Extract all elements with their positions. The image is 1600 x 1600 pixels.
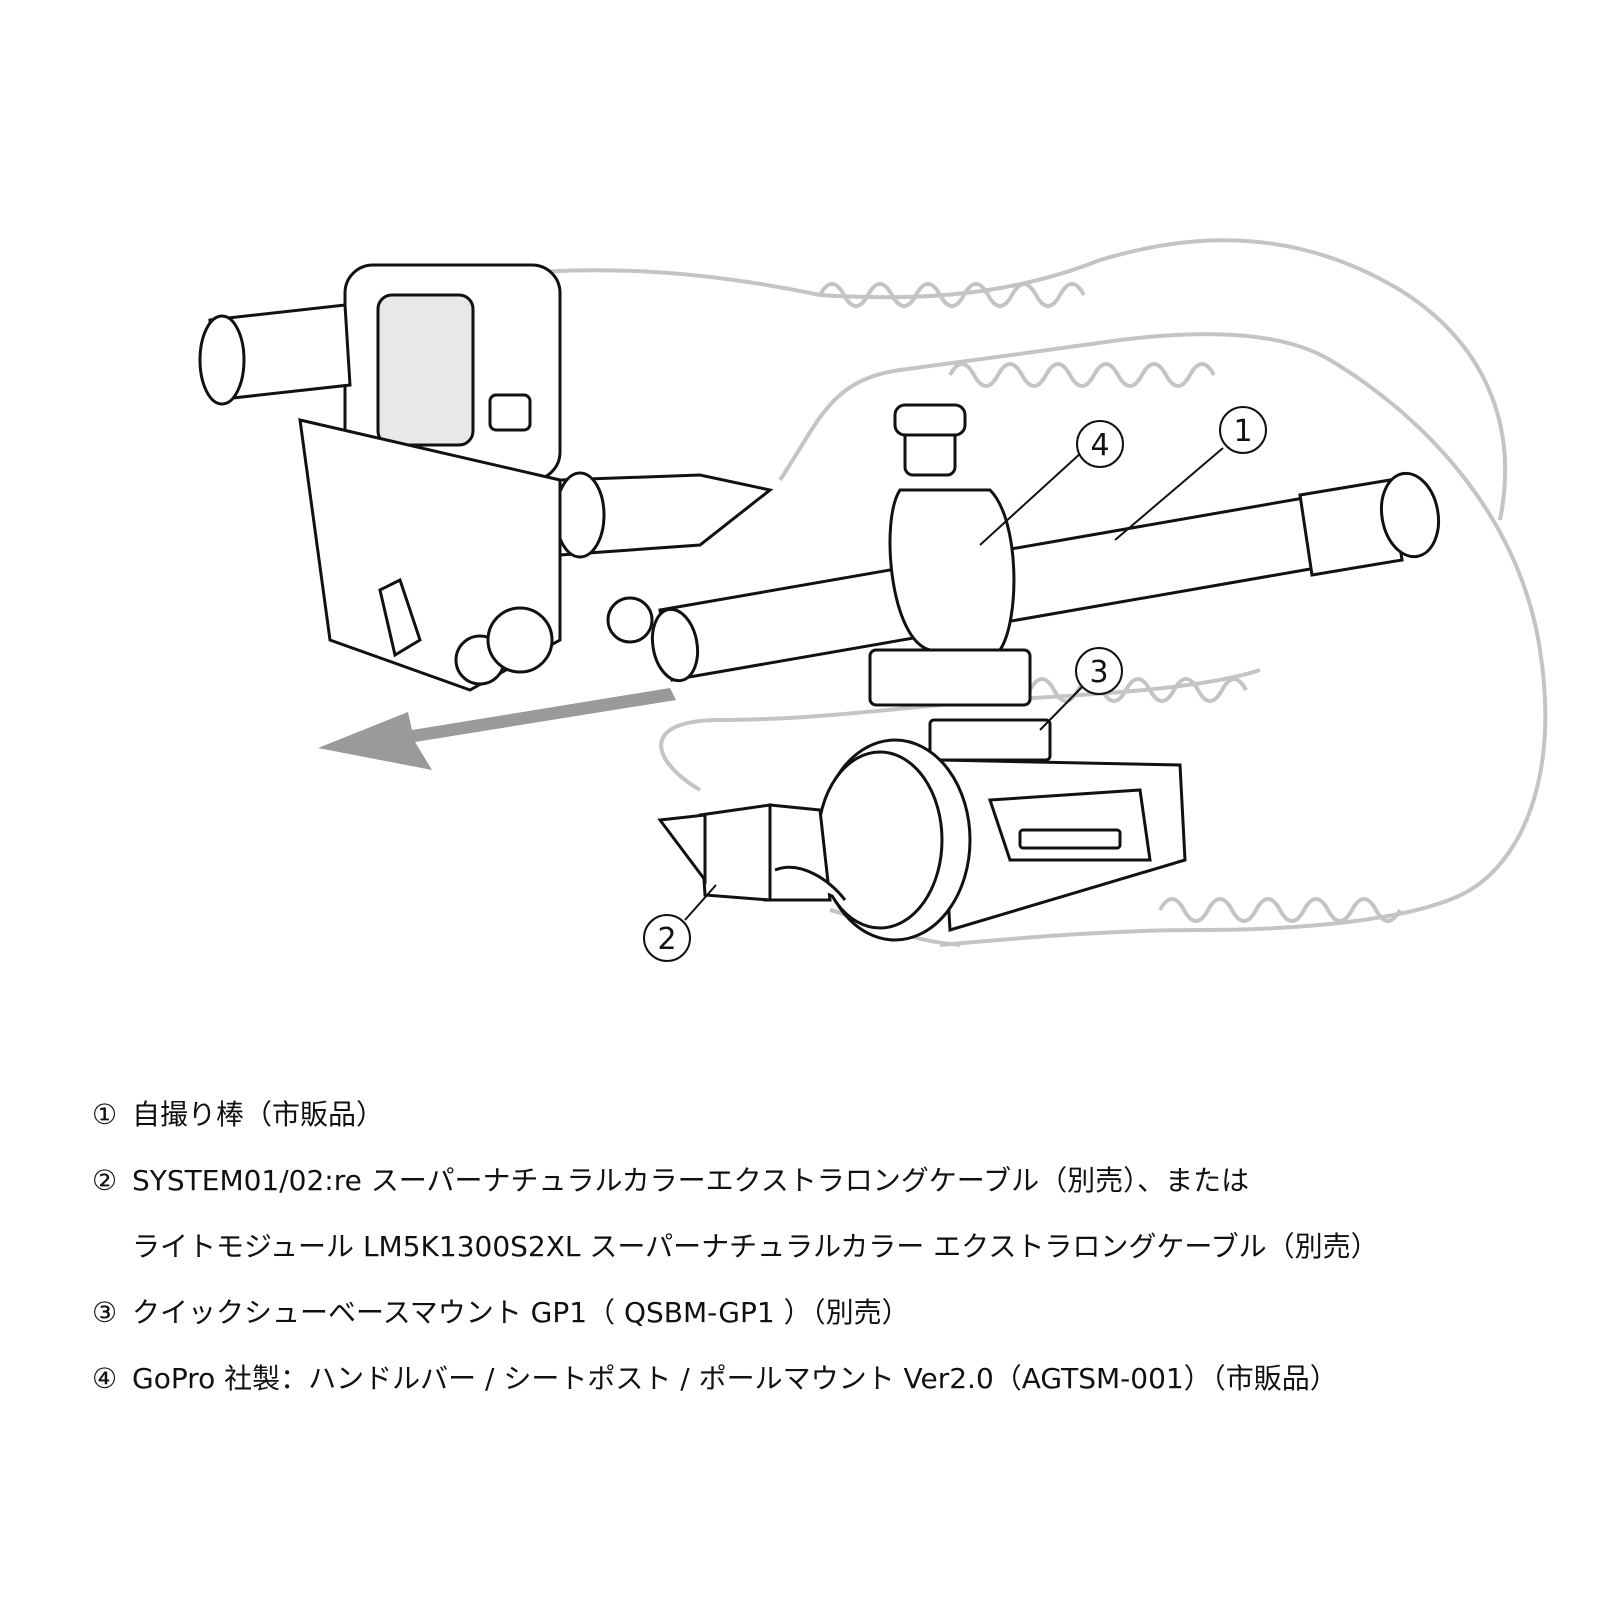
- svg-text:4: 4: [1090, 428, 1109, 463]
- svg-text:3: 3: [1089, 655, 1108, 690]
- direction-arrow: [318, 688, 676, 770]
- coiled-cable: [499, 238, 1548, 947]
- legend-number: ④: [92, 1362, 118, 1395]
- selfie-stick: [650, 471, 1441, 683]
- svg-text:1: 1: [1233, 414, 1252, 449]
- legend-text: ライトモジュール LM5K1300S2XL スーパーナチュラルカラー エクストラ…: [132, 1230, 1379, 1263]
- legend-item-4: ④ GoPro 社製：ハンドルバー / シートポスト / ポールマウント Ver2…: [92, 1346, 1582, 1412]
- legend-item-2: ② SYSTEM01/02:re スーパーナチュラルカラーエクストラロングケーブル…: [92, 1148, 1582, 1214]
- legend-text: 自撮り棒（市販品）: [132, 1098, 385, 1131]
- callout-2: 2: [643, 914, 691, 962]
- light-module-top: [198, 263, 774, 692]
- callout-leaders: [684, 447, 1224, 921]
- legend-number: ②: [92, 1164, 118, 1197]
- callout-3: 3: [1075, 647, 1123, 695]
- light-module-bottom: [657, 738, 1187, 942]
- handlebar-mount: [868, 403, 1052, 762]
- legend-item-3: ③ クイックシューベースマウント GP1（ QSBM-GP1 ）（別売）: [92, 1280, 1582, 1346]
- parts-legend: ① 自撮り棒（市販品） ② SYSTEM01/02:re スーパーナチュラルカラーエ…: [92, 1082, 1582, 1412]
- legend-text: GoPro 社製：ハンドルバー / シートポスト / ポールマウント Ver2.…: [132, 1362, 1338, 1395]
- legend-item-1: ① 自撮り棒（市販品）: [92, 1082, 1582, 1148]
- legend-text: SYSTEM01/02:re スーパーナチュラルカラーエクストラロングケーブル（…: [132, 1164, 1250, 1197]
- legend-number: ③: [92, 1296, 118, 1329]
- callout-1: 1: [1219, 406, 1267, 454]
- legend-item-2-continued: ライトモジュール LM5K1300S2XL スーパーナチュラルカラー エクストラ…: [92, 1214, 1582, 1280]
- svg-text:2: 2: [657, 922, 676, 957]
- callout-4: 4: [1076, 420, 1124, 468]
- product-illustration: 1 4 3 2: [198, 238, 1548, 962]
- legend-text: クイックシューベースマウント GP1（ QSBM-GP1 ）（別売）: [132, 1296, 910, 1329]
- legend-number: ①: [92, 1098, 118, 1131]
